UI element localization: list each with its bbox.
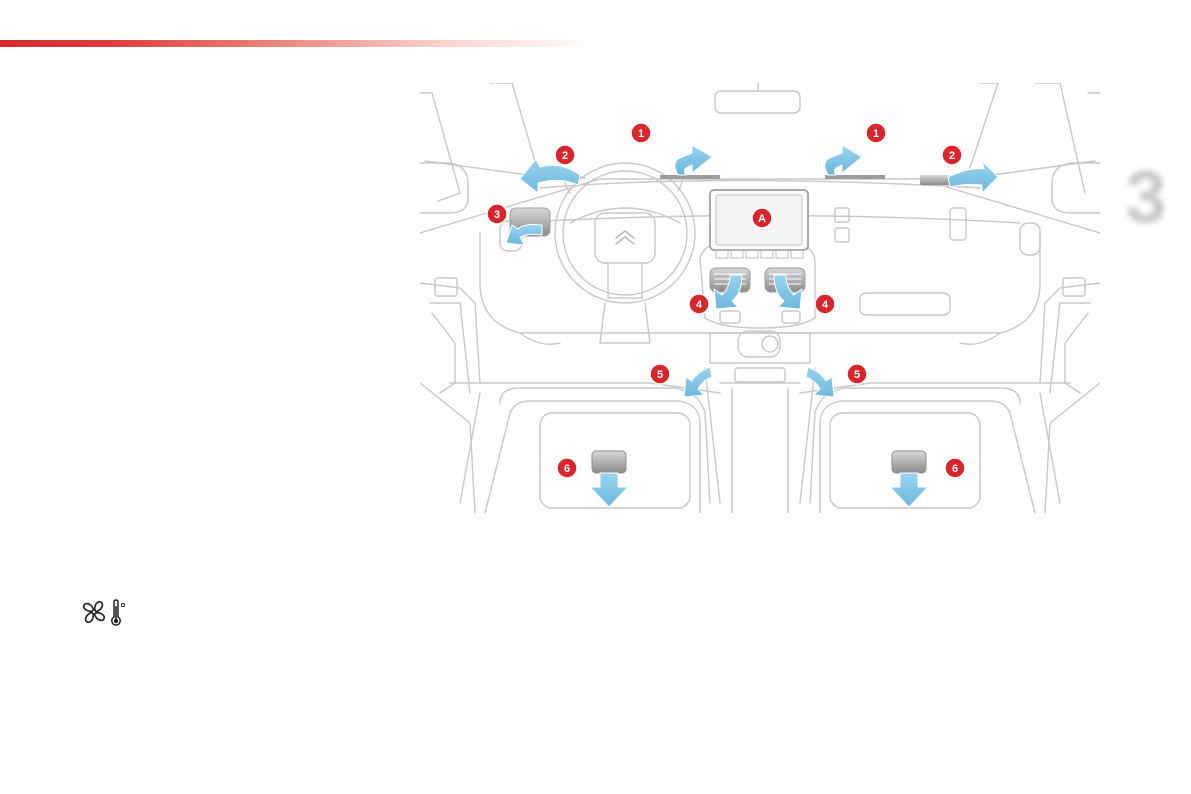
svg-text:A: A	[758, 213, 766, 225]
marker-1-left: 1	[631, 123, 651, 143]
airflow-arrow-3	[506, 225, 542, 246]
svg-text:2: 2	[562, 150, 568, 162]
marker-5-left: 5	[650, 364, 670, 384]
climate-legend-icons	[80, 598, 130, 628]
fan-icon	[84, 602, 105, 623]
airflow-arrow-6-right	[890, 473, 928, 507]
svg-text:1: 1	[638, 128, 644, 140]
svg-text:2: 2	[949, 150, 955, 162]
marker-1-right: 1	[866, 123, 886, 143]
cabin-outline	[420, 83, 1100, 513]
svg-text:1: 1	[873, 128, 879, 140]
svg-text:4: 4	[822, 299, 829, 311]
marker-2-right: 2	[942, 145, 962, 165]
svg-text:6: 6	[564, 463, 570, 475]
header-accent-bar	[0, 40, 600, 47]
svg-text:5: 5	[854, 369, 860, 381]
airflow-arrow-6-left	[590, 473, 628, 507]
marker-a: A	[752, 208, 772, 228]
chapter-number: 3	[1116, 160, 1176, 234]
svg-text:5: 5	[657, 369, 663, 381]
marker-4-left: 4	[689, 294, 709, 314]
thermometer-icon	[112, 600, 125, 625]
airflow-arrow-1-right	[825, 145, 862, 175]
marker-6-left: 6	[557, 458, 577, 478]
marker-2-left: 2	[555, 145, 575, 165]
svg-text:3: 3	[494, 209, 500, 221]
svg-text:6: 6	[952, 463, 958, 475]
ventilation-diagram: 1 1 2 2 3 A 4	[420, 83, 1100, 513]
marker-6-right: 6	[945, 458, 965, 478]
airflow-arrow-5-right	[806, 367, 834, 397]
marker-3: 3	[487, 204, 507, 224]
marker-5-right: 5	[847, 364, 867, 384]
svg-text:4: 4	[696, 299, 703, 311]
airflow-arrow-1-left	[675, 145, 712, 175]
marker-4-right: 4	[815, 294, 835, 314]
